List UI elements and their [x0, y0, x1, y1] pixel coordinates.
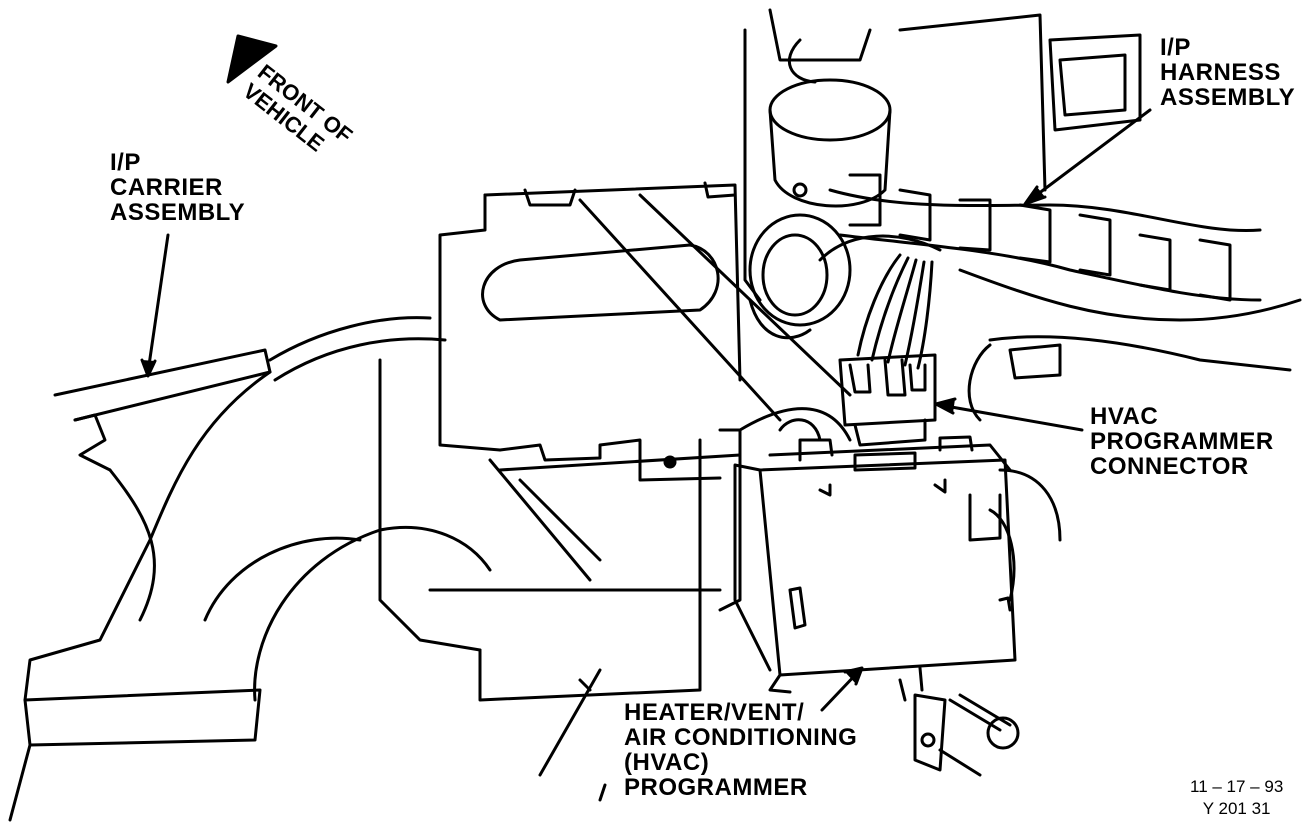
hvac-programmer-line-2: AIR CONDITIONING [624, 724, 858, 751]
ip-carrier-line-2: CARRIER [110, 174, 223, 201]
hvac-connector-leader [938, 403, 1084, 432]
hvac-programmer-leader-head [843, 666, 864, 686]
hvac-connector-leader-head [934, 397, 957, 415]
ip-harness-bundle [818, 173, 1302, 422]
figure-code: 11 – 17 – 93 Y 201 31 [1190, 776, 1283, 820]
hvac-programmer-line-4: PROGRAMMER [624, 774, 808, 801]
mounting-bracket [663, 407, 852, 622]
ip-harness-leader [1028, 108, 1152, 202]
ip-carrier-line-3: ASSEMBLY [110, 199, 246, 226]
connector-wires [856, 253, 934, 370]
hvac-programmer-line-1: HEATER/VENT/ [624, 699, 805, 726]
ip-carrier-assembly [8, 316, 492, 822]
figure-id: Y 201 31 [1202, 799, 1271, 818]
ip-carrier-line-1: I/P [110, 149, 141, 176]
hvac-connector-label: HVAC PROGRAMMER CONNECTOR [1090, 404, 1274, 479]
ip-harness-label: I/P HARNESS ASSEMBLY [1160, 35, 1295, 110]
hvac-connector-body [838, 353, 937, 447]
hvac-programmer-module [733, 435, 1062, 694]
figure-date: 11 – 17 – 93 [1190, 777, 1284, 796]
ip-harness-line-2: HARNESS [1160, 59, 1281, 86]
hvac-connector-line-3: CONNECTOR [1090, 453, 1249, 480]
hvac-programmer-label: HEATER/VENT/ AIR CONDITIONING (HVAC) PRO… [624, 700, 857, 800]
hvac-connector-line-1: HVAC [1090, 403, 1159, 430]
ip-carrier-leader-head [140, 358, 157, 378]
firewall-components [743, 8, 1142, 340]
front-arrow-icon [226, 34, 278, 84]
ip-harness-line-3: ASSEMBLY [1160, 84, 1296, 111]
ip-harness-line-1: I/P [1160, 34, 1191, 61]
hvac-programmer-line-3: (HVAC) [624, 749, 710, 776]
ip-carrier-leader [146, 233, 170, 374]
duct-panel [378, 181, 852, 702]
ip-harness-leader-head [1023, 185, 1047, 206]
mounting-screw [898, 666, 1020, 777]
ip-carrier-label: I/P CARRIER ASSEMBLY [110, 150, 245, 225]
hvac-connector-line-2: PROGRAMMER [1090, 428, 1274, 455]
